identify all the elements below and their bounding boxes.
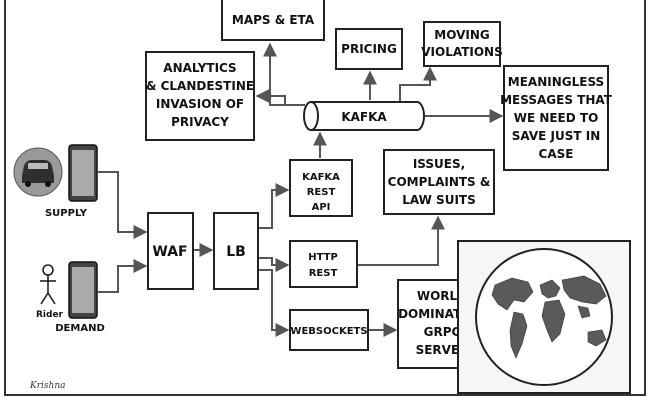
kafka-node: KAFKA (303, 101, 425, 131)
arrow-lb-kafka-rest (258, 183, 290, 229)
lb-node: LB (213, 212, 259, 290)
pricing-label: PRICING (341, 42, 397, 56)
meaningless-label-5: CASE (539, 147, 574, 161)
connectors (98, 42, 504, 337)
waf-node: WAF (147, 212, 194, 290)
issues-label-3: LAW SUITS (402, 193, 476, 207)
maps-eta-label: MAPS & ETA (232, 13, 315, 27)
signature: Krishna (29, 381, 65, 391)
arrow-supply-waf (98, 171, 148, 239)
world-domination-label-4: SERVER (416, 343, 469, 357)
world-globe (457, 240, 631, 394)
analytics-label-2: & CLANDESTINE (146, 79, 254, 93)
arrow-kafka-maps (263, 42, 305, 106)
world-domination-label-1: WORLD (417, 289, 467, 303)
moving-violations-label-2: VIOLATIONS (421, 45, 503, 59)
meaningless-label-4: SAVE JUST IN (512, 129, 601, 143)
arrow-lb-http-rest (258, 257, 290, 272)
http-rest-label-2: REST (309, 268, 338, 279)
http-rest-node: HTTP REST (289, 240, 358, 288)
analytics-label-1: ANALYTICS (163, 61, 236, 75)
arrow-demand-waf (98, 259, 148, 293)
analytics-node: ANALYTICS & CLANDESTINE INVASION OF PRIV… (145, 51, 255, 141)
supply-label: SUPPLY (45, 208, 88, 219)
arrow-http-issues (357, 215, 445, 266)
car-icon (13, 147, 63, 197)
world-domination-label-3: GRPC (424, 325, 461, 339)
rider-label: Rider (36, 310, 64, 320)
kafka-rest-api-label-1: KAFKA (302, 172, 340, 183)
kafka-rest-api-label-2: REST (307, 187, 336, 198)
meaningless-label-1: MEANINGLESS (508, 75, 604, 89)
analytics-label-3: INVASION OF (156, 97, 244, 111)
arrow-kafka-analytics (255, 89, 305, 106)
moving-violations-node: MOVING VIOLATIONS (421, 21, 503, 67)
waf-label: WAF (152, 244, 187, 260)
meaningless-label-3: WE NEED TO (514, 111, 599, 125)
arrow-kafka-violations (399, 66, 437, 103)
supply-phone-icon (68, 144, 98, 202)
issues-node: ISSUES, COMPLAINTS & LAW SUITS (383, 149, 495, 215)
meaningless-label-2: MESSAGES THAT (500, 93, 613, 107)
issues-label-2: COMPLAINTS & (388, 175, 491, 189)
lb-label: LB (226, 244, 246, 260)
pricing-node: PRICING (335, 28, 403, 70)
websockets-label: WEBSOCKETS (290, 326, 367, 337)
issues-label-1: ISSUES, (413, 157, 465, 171)
kafka-rest-api-label-3: API (312, 202, 331, 213)
continents-icon (491, 275, 607, 359)
rider-figure-icon (40, 264, 56, 305)
kafka-label: KAFKA (341, 110, 387, 124)
outer-frame (4, 0, 646, 396)
analytics-label-4: PRIVACY (171, 115, 229, 129)
kafka-rest-api-node: KAFKA REST API (289, 159, 353, 217)
moving-violations-label-1: MOVING (434, 28, 489, 42)
maps-eta-node: MAPS & ETA (221, 0, 325, 41)
arrow-lb-websockets (258, 269, 290, 337)
websockets-node: WEBSOCKETS (289, 309, 369, 351)
http-rest-label-1: HTTP (308, 252, 338, 263)
meaningless-messages-node: MEANINGLESS MESSAGES THAT WE NEED TO SAV… (500, 65, 613, 171)
demand-phone-icon (68, 261, 98, 319)
demand-label: DEMAND (55, 323, 105, 334)
